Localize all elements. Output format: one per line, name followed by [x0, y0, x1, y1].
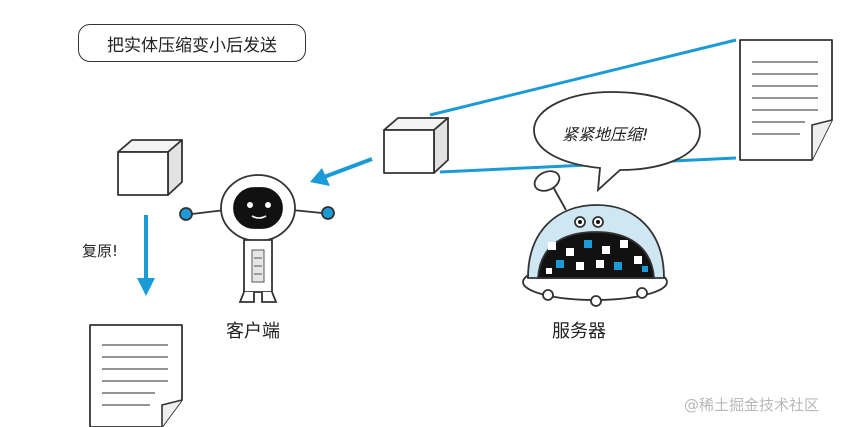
- title-label: 把实体压缩变小后发送: [78, 24, 306, 62]
- client-robot-icon: [179, 174, 335, 303]
- server-robot-icon: [522, 170, 668, 307]
- received-box-icon: [117, 139, 183, 196]
- arrow-down-icon: [137, 215, 155, 296]
- compressed-box-icon: [383, 117, 449, 174]
- arrow-left-icon: [310, 157, 373, 186]
- watermark: @稀土掘金技术社区: [684, 396, 820, 414]
- client-label: 客户端: [226, 321, 280, 342]
- restored-document-icon: [89, 324, 183, 427]
- speech-bubble-text: 紧紧地压缩!: [562, 125, 649, 144]
- server-document-icon: [739, 39, 833, 161]
- server-label: 服务器: [552, 321, 606, 342]
- restore-label: 复原!: [82, 242, 119, 260]
- speech-bubble-icon: [533, 91, 701, 193]
